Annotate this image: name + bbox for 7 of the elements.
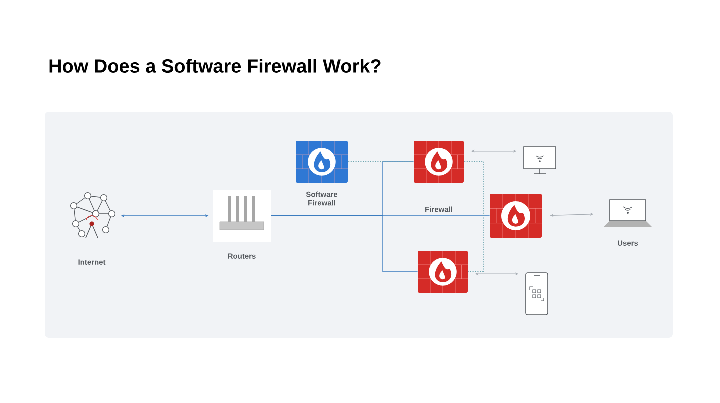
firewall-icon xyxy=(490,194,542,238)
connector xyxy=(270,216,418,272)
monitor-icon xyxy=(524,146,556,174)
phone-icon xyxy=(526,272,548,316)
connector xyxy=(464,162,484,272)
title: How Does a Software Firewall Work? xyxy=(50,59,381,73)
firewall-icon xyxy=(418,250,468,294)
